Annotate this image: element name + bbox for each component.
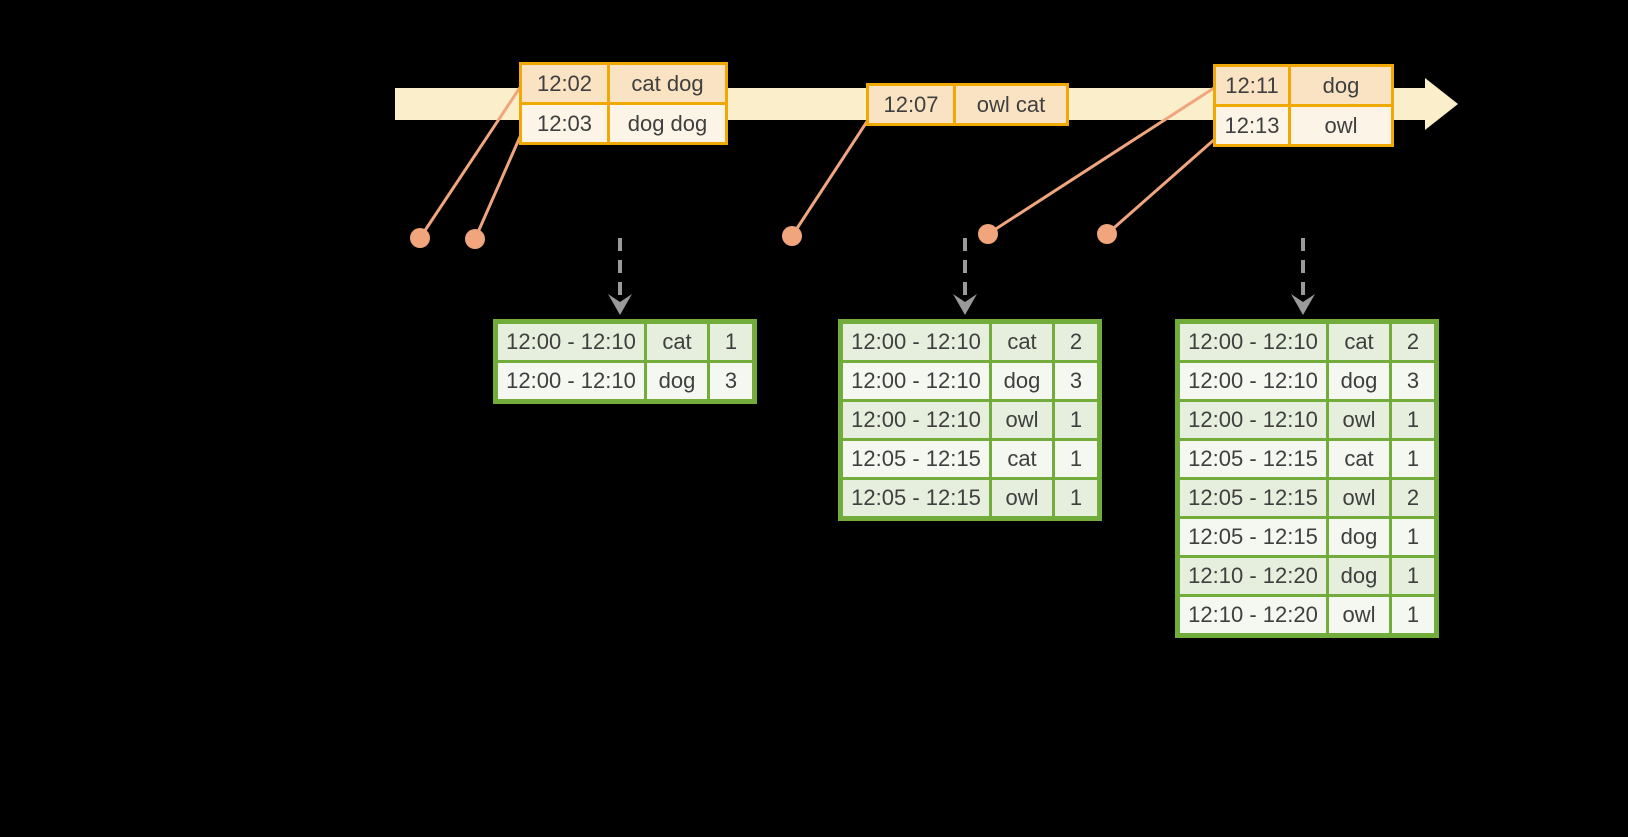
event-cell-time: 12:02 [522,65,607,102]
result-cell-word: dog [992,363,1052,399]
result-cell-word: owl [1329,480,1389,516]
result-cell-word: cat [1329,324,1389,360]
result-cell-word: dog [1329,519,1389,555]
timeline-arrowhead-icon [1425,78,1458,130]
result-cell-count: 3 [710,363,752,399]
result-cell-window: 12:00 - 12:10 [1180,402,1326,438]
result-cell-window: 12:00 - 12:10 [498,363,644,399]
result-cell-window: 12:05 - 12:15 [843,441,989,477]
trigger-arrowhead-icon [953,294,977,315]
trigger-arrowhead-icon [608,294,632,315]
result-cell-count: 1 [1055,441,1097,477]
event-dot [1097,224,1117,244]
result-cell-window: 12:10 - 12:20 [1180,597,1326,633]
event-dot [465,229,485,249]
result-cell-word: owl [1329,597,1389,633]
event-cell-time: 12:11 [1216,67,1288,104]
event-dot [782,226,802,246]
event-cell-words: dog [1291,67,1391,104]
result-cell-count: 1 [1392,597,1434,633]
event-cell-time: 12:07 [869,86,953,123]
connector-line [790,119,870,237]
connector-line [473,129,525,240]
result-cell-window: 12:00 - 12:10 [1180,324,1326,360]
connector-line [987,86,1215,236]
result-cell-count: 1 [710,324,752,360]
result-cell-count: 1 [1392,558,1434,594]
result-cell-count: 1 [1392,519,1434,555]
result-cell-window: 12:00 - 12:10 [498,324,644,360]
result-cell-word: dog [1329,558,1389,594]
result-cell-count: 2 [1055,324,1097,360]
result-cell-word: cat [992,441,1052,477]
event-cell-words: owl [1291,107,1391,144]
connector-line [1106,136,1217,236]
event-cell-time: 12:13 [1216,107,1288,144]
result-cell-window: 12:00 - 12:10 [843,363,989,399]
event-cell-time: 12:03 [522,105,607,142]
result-cell-word: owl [1329,402,1389,438]
result-cell-count: 1 [1392,441,1434,477]
result-cell-window: 12:05 - 12:15 [1180,519,1326,555]
result-cell-count: 3 [1392,363,1434,399]
result-cell-count: 1 [1055,480,1097,516]
result-cell-window: 12:10 - 12:20 [1180,558,1326,594]
result-cell-word: cat [647,324,707,360]
result-cell-word: dog [1329,363,1389,399]
connector-line [418,85,523,239]
result-cell-count: 1 [1055,402,1097,438]
result-cell-count: 1 [1392,402,1434,438]
result-cell-count: 2 [1392,324,1434,360]
result-cell-window: 12:00 - 12:10 [1180,363,1326,399]
event-cell-words: cat dog [610,65,725,102]
result-cell-word: cat [992,324,1052,360]
event-dot [410,228,430,248]
result-cell-word: owl [992,402,1052,438]
result-cell-window: 12:00 - 12:10 [843,324,989,360]
result-cell-count: 2 [1392,480,1434,516]
event-cell-words: dog dog [610,105,725,142]
result-cell-window: 12:05 - 12:15 [1180,480,1326,516]
trigger-arrowhead-icon [1291,294,1315,315]
result-cell-window: 12:00 - 12:10 [843,402,989,438]
result-cell-window: 12:05 - 12:15 [843,480,989,516]
result-cell-window: 12:05 - 12:15 [1180,441,1326,477]
event-dot [978,224,998,244]
result-cell-word: cat [1329,441,1389,477]
result-cell-count: 3 [1055,363,1097,399]
event-cell-words: owl cat [956,86,1066,123]
result-cell-word: owl [992,480,1052,516]
result-cell-word: dog [647,363,707,399]
